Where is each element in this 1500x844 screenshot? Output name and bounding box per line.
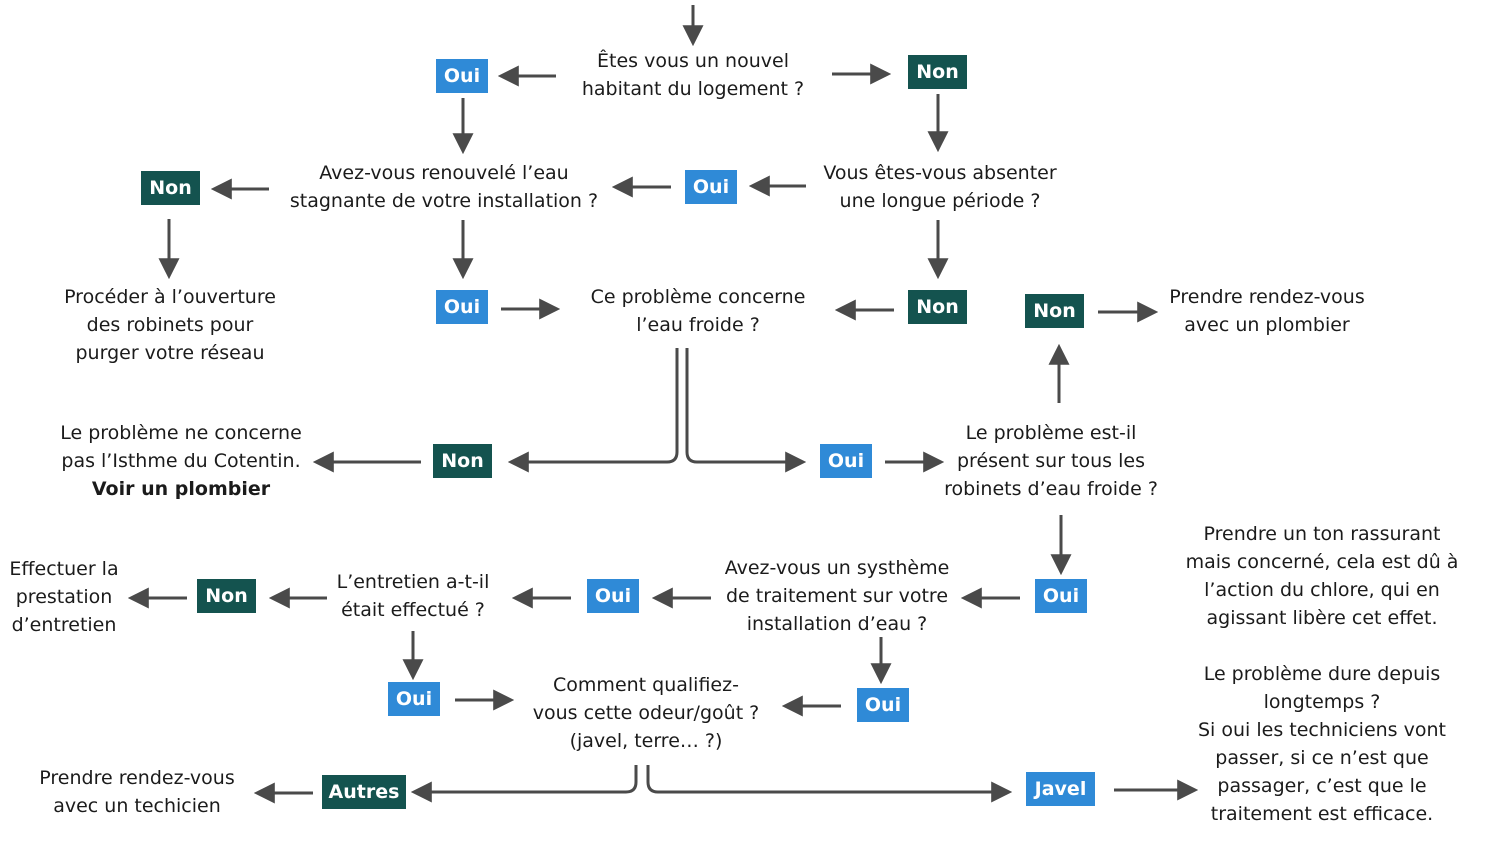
badge-non: Non — [141, 171, 200, 205]
badge-oui: Oui — [685, 170, 737, 204]
voir-plombier-label: Voir un plombier — [91, 478, 271, 500]
badge-oui: Oui — [857, 688, 909, 722]
badge-non: Non — [908, 55, 967, 89]
arrow — [507, 348, 679, 473]
badge-oui: Oui — [1035, 579, 1087, 613]
badge-non: Non — [908, 290, 967, 324]
arrow — [410, 765, 638, 803]
badge-oui: Oui — [820, 444, 872, 478]
badge-oui: Oui — [436, 290, 488, 324]
badge-oui: Oui — [587, 579, 639, 613]
badge-non: Non — [1025, 294, 1084, 328]
badge-autres: Autres — [322, 775, 406, 809]
badge-javel: Javel — [1026, 772, 1095, 806]
badge-oui: Oui — [388, 682, 440, 716]
badge-non: Non — [197, 579, 256, 613]
arrow — [685, 348, 807, 473]
badge-non: Non — [433, 444, 492, 478]
arrow — [646, 765, 1013, 803]
badge-oui: Oui — [436, 59, 488, 93]
question-odeur-gout: Comment qualifiez-vous cette odeur/goût … — [532, 674, 760, 752]
